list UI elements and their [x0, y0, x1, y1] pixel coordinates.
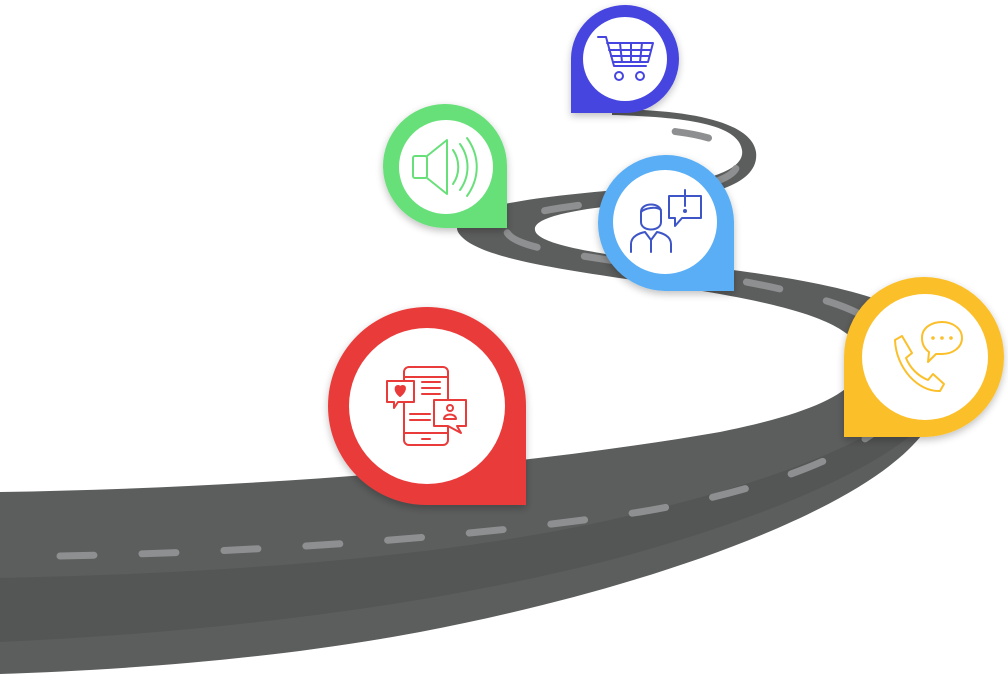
pin-face [349, 328, 505, 484]
pin-mobile-social[interactable] [328, 307, 526, 505]
pin-customer-query[interactable] [598, 155, 734, 291]
pin-shopping-cart[interactable] [571, 5, 679, 113]
pin-face [583, 17, 667, 101]
mobile-social-icon [386, 366, 467, 446]
pin-face [862, 294, 988, 420]
pin-phone-chat[interactable] [844, 277, 1004, 437]
phone-chat-icon [894, 321, 963, 393]
speaker-icon [412, 137, 478, 197]
road-surface [0, 109, 946, 674]
shopping-cart-icon [597, 36, 654, 81]
winding-road [0, 109, 946, 674]
person-alert-icon [630, 189, 702, 253]
pin-loudspeaker[interactable] [382, 104, 507, 229]
road-shade [0, 405, 928, 642]
pin-face [613, 170, 717, 274]
road-center-dashes [56, 126, 912, 560]
